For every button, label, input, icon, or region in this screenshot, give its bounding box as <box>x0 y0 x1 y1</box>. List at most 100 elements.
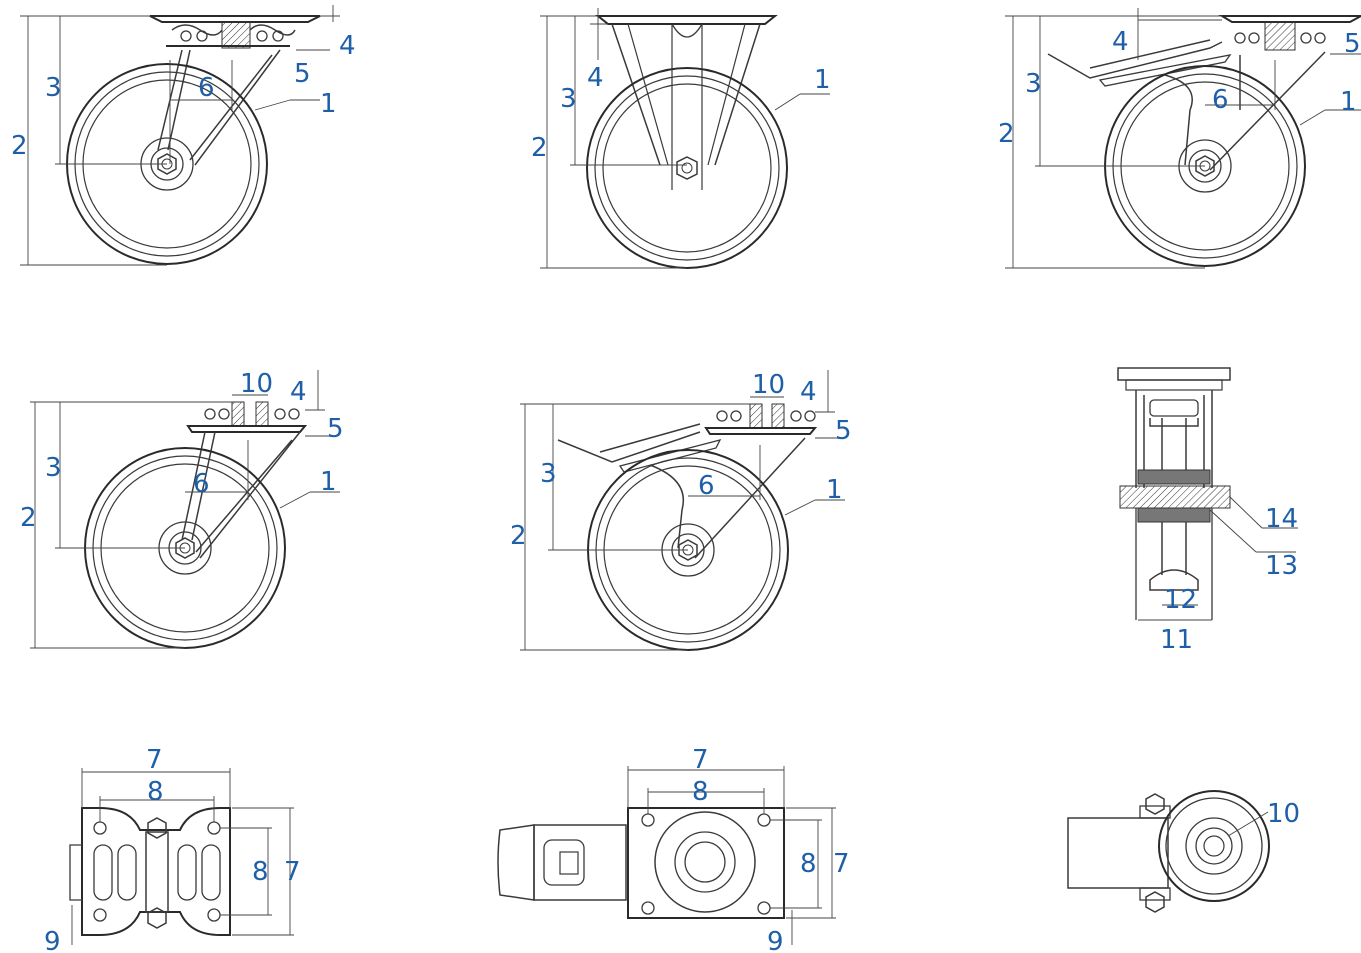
label-2: 2 <box>20 503 37 533</box>
swivel-ring-outer <box>654 811 756 913</box>
brake-housing <box>533 824 627 901</box>
wheel-tread-section <box>1149 522 1199 591</box>
hex-nut-icon <box>1145 793 1165 815</box>
leader-10 <box>1227 811 1269 837</box>
axle-section <box>1119 485 1231 509</box>
bolt-hole <box>207 821 221 835</box>
bolt-hole <box>93 908 107 922</box>
view-swivel-bolt: 2 3 4 5 6 1 10 <box>20 369 344 649</box>
bolt-hole <box>641 813 655 827</box>
swivel-plate <box>186 425 308 433</box>
king-pin-section <box>1264 21 1296 51</box>
label-6: 6 <box>1212 85 1229 115</box>
label-9: 9 <box>767 927 784 953</box>
label-5: 5 <box>1344 29 1361 59</box>
label-1: 1 <box>1340 87 1357 117</box>
leader-14 <box>1229 496 1263 529</box>
label-4: 4 <box>1112 27 1129 57</box>
view-plate-top-brake: 7 8 8 7 9 <box>497 745 850 953</box>
label-4: 4 <box>290 377 307 407</box>
bolt-section-right <box>771 403 785 429</box>
king-pin <box>684 841 726 883</box>
top-plate <box>1218 15 1361 23</box>
label-6: 6 <box>193 469 210 499</box>
label-10: 10 <box>752 370 785 400</box>
leader-1 <box>784 499 816 516</box>
top-plate <box>149 15 321 23</box>
bolt-section-right <box>255 401 269 427</box>
leader-1 <box>254 99 291 111</box>
bearing <box>1137 507 1211 523</box>
label-5: 5 <box>327 414 344 444</box>
ball-bearing <box>272 30 284 42</box>
label-11: 11 <box>1160 625 1193 655</box>
mounting-plate <box>81 807 231 936</box>
axle <box>681 162 693 174</box>
bolt-hole <box>757 901 771 915</box>
view-section: 11 12 13 14 <box>1117 367 1298 655</box>
plate-tab <box>69 844 82 901</box>
slot <box>117 844 137 901</box>
wheel-rim <box>602 83 772 253</box>
leader-1 <box>774 93 801 111</box>
label-3: 3 <box>560 84 577 114</box>
label-4: 4 <box>587 63 604 93</box>
view-swivel-brake: 2 3 4 5 6 1 <box>998 8 1361 269</box>
wheel-tread <box>594 75 780 261</box>
label-7v: 7 <box>833 849 850 879</box>
slot <box>201 844 221 901</box>
label-7v: 7 <box>284 857 301 887</box>
wheel-web <box>1149 418 1199 470</box>
fork-slot <box>671 23 703 38</box>
leader-13 <box>1209 509 1257 553</box>
bearing <box>1137 469 1211 485</box>
hex-nut-icon <box>676 156 698 180</box>
label-8v: 8 <box>800 849 817 879</box>
label-4: 4 <box>800 377 817 407</box>
bolt-hole <box>93 821 107 835</box>
label-3: 3 <box>1025 69 1042 99</box>
label-13: 13 <box>1265 551 1298 581</box>
ball-race-right <box>249 24 296 36</box>
label-1: 1 <box>826 475 843 505</box>
wheel-outer <box>586 67 788 269</box>
label-14: 14 <box>1265 504 1298 534</box>
fork-leg <box>611 23 761 166</box>
label-2: 2 <box>531 133 548 163</box>
slot <box>177 844 197 901</box>
view-swivel-bolt-brake: 2 3 4 5 6 1 10 <box>510 370 852 651</box>
label-2: 2 <box>510 521 527 551</box>
view-bolt-top: 10 <box>1067 790 1300 913</box>
label-10: 10 <box>1267 799 1300 829</box>
fork-section <box>1135 390 1213 488</box>
label-9: 9 <box>44 927 61 953</box>
label-2: 2 <box>998 119 1015 149</box>
label-1: 1 <box>320 89 337 119</box>
label-1: 1 <box>814 65 831 95</box>
ball-bearing <box>196 30 208 42</box>
label-10: 10 <box>240 369 273 399</box>
bolt-hole <box>207 908 221 922</box>
label-5: 5 <box>835 416 852 446</box>
label-3: 3 <box>45 73 62 103</box>
bolt-section-left <box>231 401 245 427</box>
ball-bearing <box>256 30 268 42</box>
label-4: 4 <box>339 31 356 61</box>
view-swivel: 2 3 4 5 6 1 <box>11 5 356 266</box>
brake-lever <box>618 439 722 473</box>
label-6: 6 <box>698 471 715 501</box>
swivel-ring-inner <box>674 831 736 893</box>
fork-top <box>1067 817 1169 889</box>
hex-nut-icon <box>1145 891 1165 913</box>
view-plate-top: 7 8 8 7 9 <box>44 745 301 953</box>
hex-nut-icon <box>147 817 167 839</box>
king-pin-section <box>221 21 251 49</box>
label-3: 3 <box>45 453 62 483</box>
label-12: 12 <box>1164 585 1197 615</box>
hex-nut-icon <box>147 907 167 929</box>
mounting-plate <box>627 807 785 919</box>
top-plate <box>1117 367 1231 381</box>
hex-nut-icon <box>157 153 177 175</box>
